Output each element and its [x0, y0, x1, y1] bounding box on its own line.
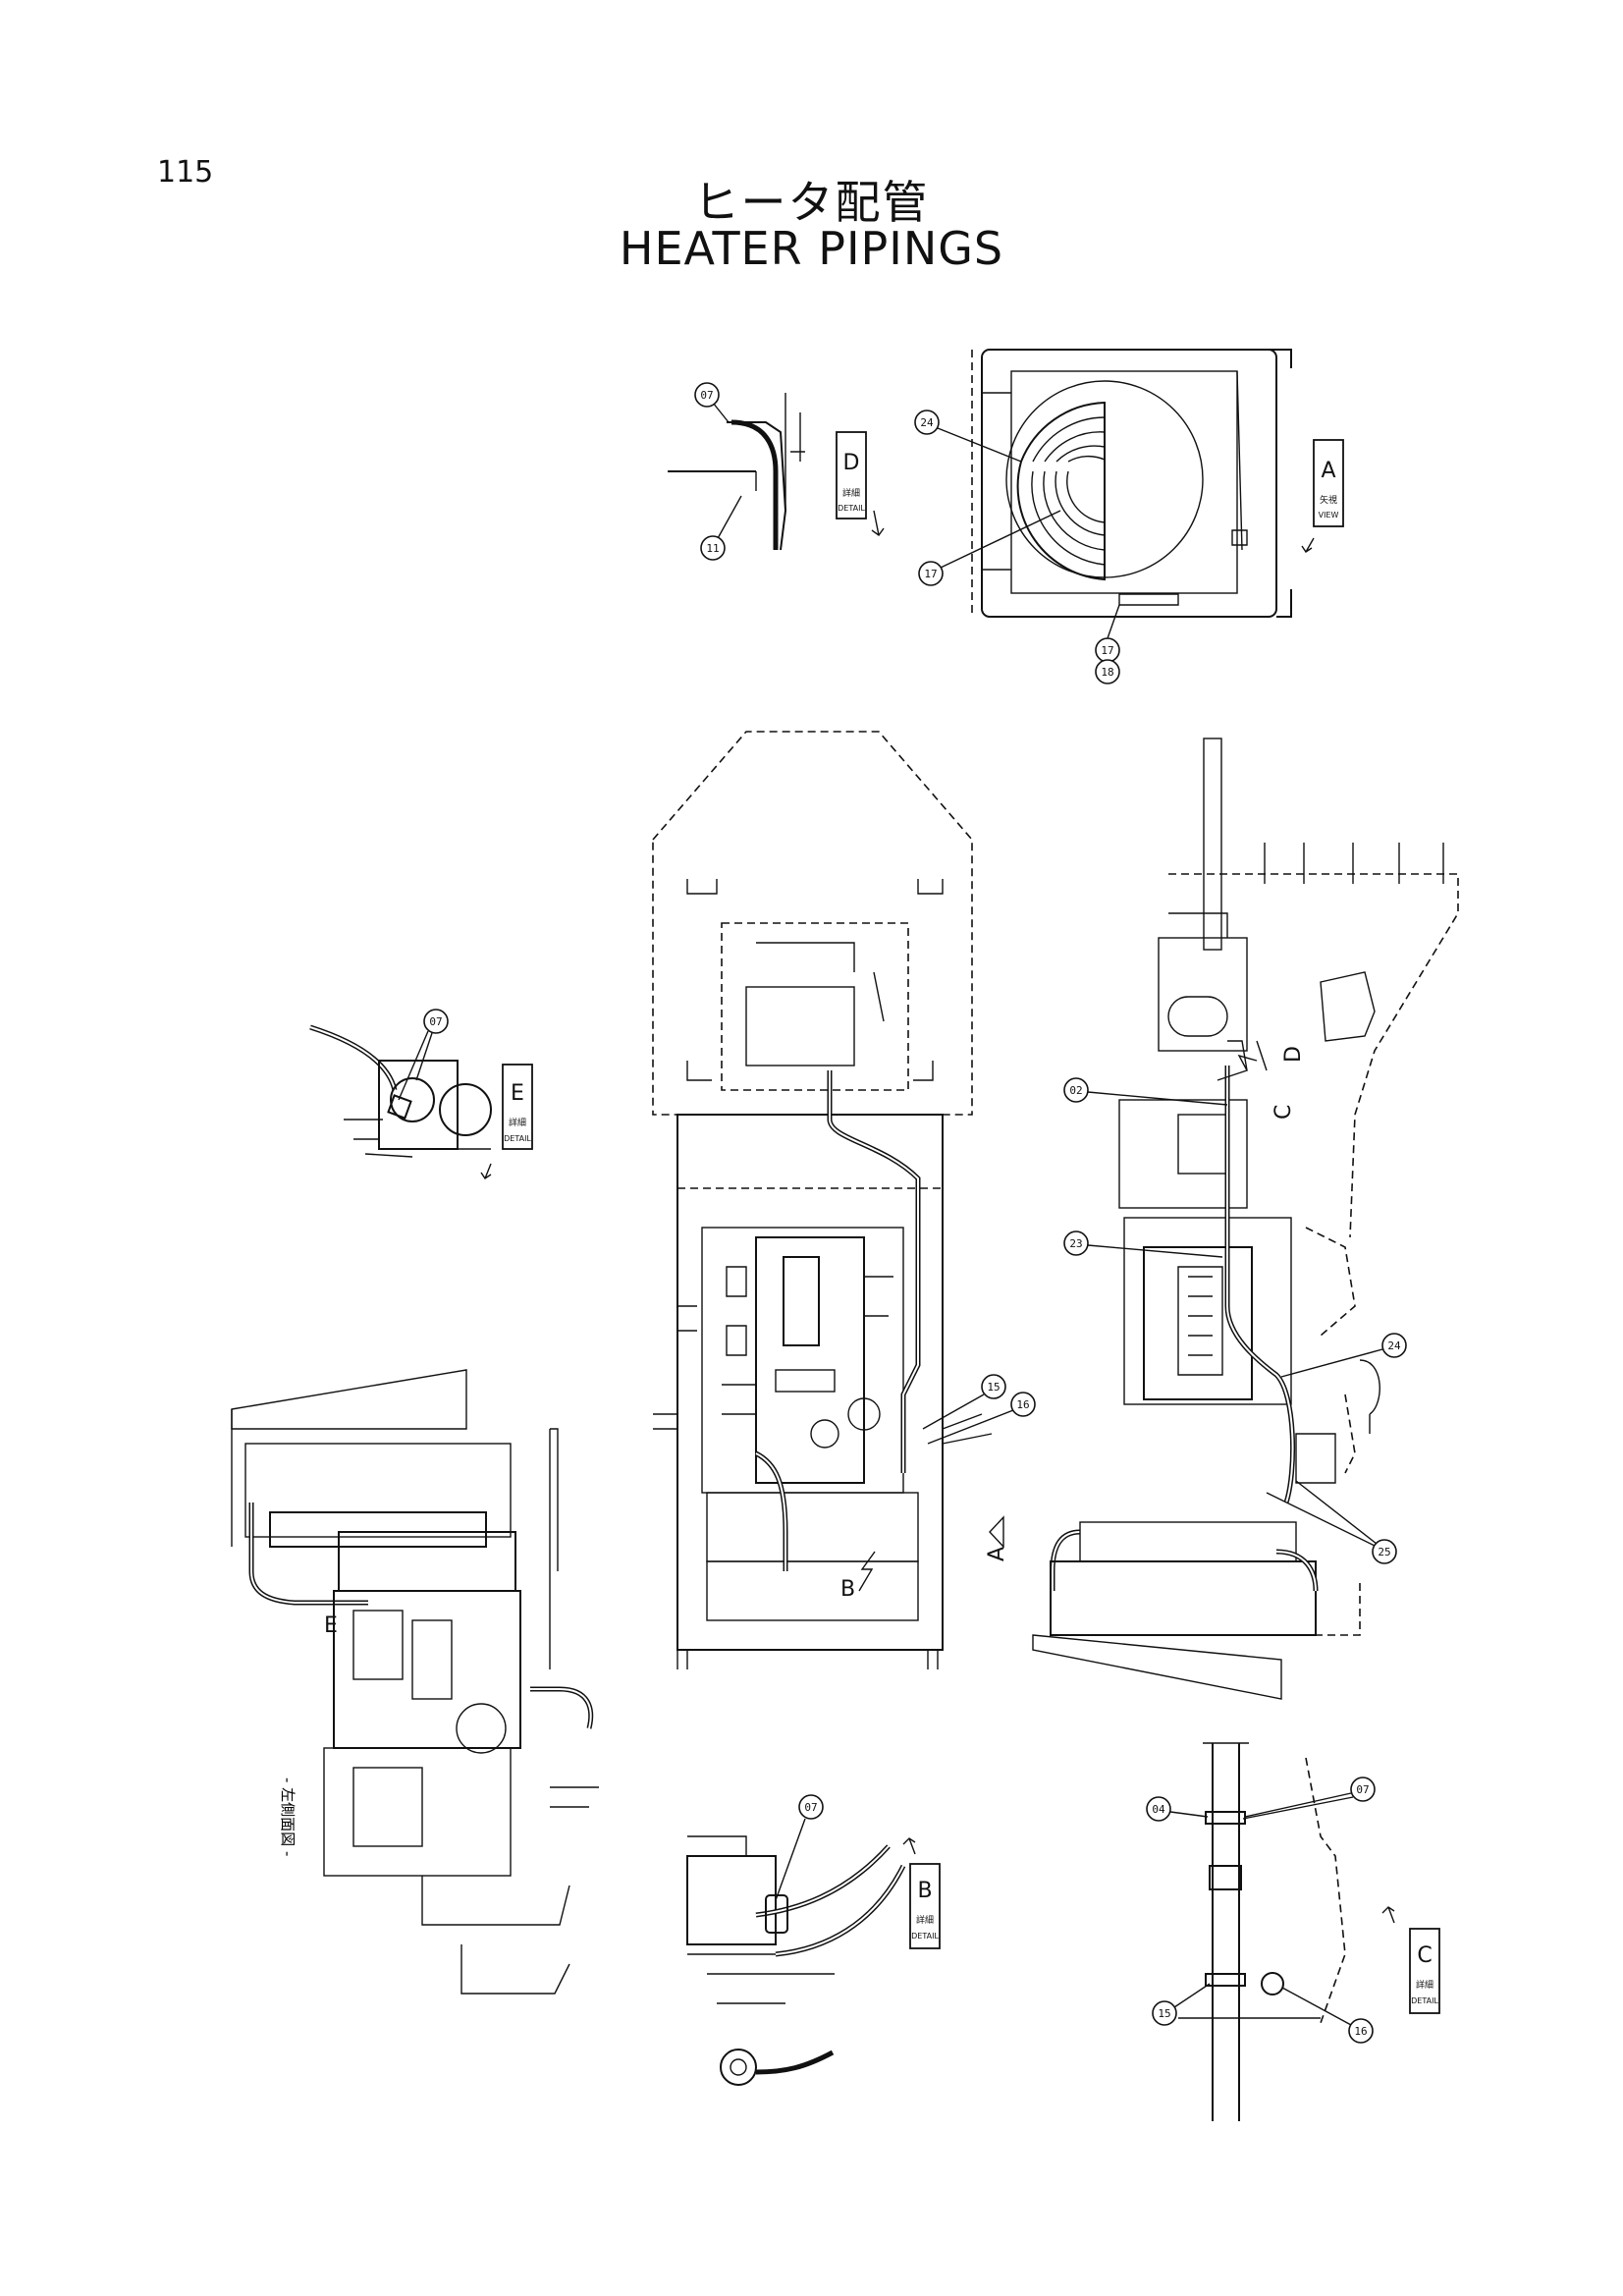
title-japanese: ヒータ配管	[693, 176, 930, 229]
svg-text:16: 16	[1016, 1398, 1029, 1411]
leader-04	[1169, 1811, 1209, 1818]
leader-25	[1266, 1480, 1378, 1547]
view-a-arrow	[1301, 537, 1315, 553]
detail-e-view	[309, 1024, 492, 1158]
callout-02-right: 02	[1063, 1077, 1089, 1103]
callout-04-detail-c: 04	[1146, 1796, 1171, 1822]
leader-02	[1087, 1091, 1228, 1106]
leader-07-c	[1242, 1792, 1354, 1820]
detail-tag-d: D 詳細 DETAIL	[836, 431, 867, 519]
view-label-b: B	[840, 1577, 855, 1602]
callout-15-main: 15	[981, 1374, 1006, 1399]
svg-text:11: 11	[706, 542, 719, 555]
detail-c-view	[1178, 1742, 1346, 2121]
detail-tag-e: E 詳細 DETAIL	[502, 1064, 533, 1150]
svg-text:DETAIL: DETAIL	[911, 1932, 939, 1941]
page-number: 115	[157, 155, 214, 190]
view-label-d: D	[1281, 1046, 1306, 1063]
leader-24-right	[1280, 1348, 1383, 1378]
detail-b-view	[686, 1835, 906, 2086]
svg-text:18: 18	[1101, 666, 1113, 679]
callout-07-detail-b: 07	[798, 1794, 824, 1820]
svg-text:DETAIL: DETAIL	[1411, 1996, 1438, 2005]
title-english: HEATER PIPINGS	[619, 222, 1004, 275]
svg-text:B: B	[917, 1879, 932, 1903]
svg-text:C: C	[1417, 1943, 1432, 1968]
view-label-a: A	[985, 1547, 1009, 1561]
svg-text:詳細: 詳細	[842, 487, 860, 499]
svg-text:24: 24	[920, 416, 934, 429]
callout-07-detail-c: 07	[1350, 1777, 1376, 1802]
leader-15-c	[1173, 1983, 1211, 2008]
svg-text:E: E	[511, 1081, 524, 1106]
svg-text:VIEW: VIEW	[1319, 511, 1339, 519]
leader-16-c	[1281, 1987, 1352, 2026]
leader-17-18	[1107, 604, 1120, 639]
side-view-caption: - 左側面図 -	[279, 1777, 297, 1856]
svg-text:07: 07	[429, 1015, 442, 1028]
svg-text:07: 07	[700, 389, 713, 402]
detail-c-arrow	[1381, 1906, 1395, 1924]
callout-07-detail-d: 07	[694, 382, 720, 408]
right-side-view	[1032, 738, 1459, 1700]
callout-25-right: 25	[1372, 1539, 1397, 1564]
svg-text:04: 04	[1152, 1803, 1165, 1816]
svg-text:A: A	[1321, 459, 1335, 483]
svg-text:DETAIL: DETAIL	[504, 1134, 531, 1143]
callout-17-view-a: 17	[918, 561, 944, 586]
svg-text:17: 17	[924, 568, 937, 580]
view-label-e: E	[324, 1613, 338, 1638]
svg-text:15: 15	[1158, 2007, 1170, 2020]
leader-15-16-main	[922, 1394, 1014, 1445]
svg-text:DETAIL: DETAIL	[838, 504, 865, 513]
svg-text:25: 25	[1378, 1546, 1390, 1558]
callout-11-detail-d: 11	[700, 535, 726, 561]
view-a-radiator	[971, 349, 1292, 618]
svg-text:詳細: 詳細	[509, 1117, 526, 1128]
callout-16-main: 16	[1010, 1392, 1036, 1417]
callout-23-right: 23	[1063, 1230, 1089, 1256]
svg-text:15: 15	[987, 1381, 1000, 1394]
detail-tag-b: B 詳細 DETAIL	[909, 1863, 941, 1949]
svg-text:24: 24	[1387, 1339, 1401, 1352]
detail-b-arrow	[902, 1837, 916, 1855]
detail-d-view	[668, 393, 885, 551]
svg-text:16: 16	[1354, 2025, 1367, 2038]
svg-text:D: D	[843, 451, 860, 475]
svg-text:23: 23	[1069, 1237, 1082, 1250]
leader-17	[940, 510, 1061, 569]
callout-17-bottom: 17	[1095, 637, 1120, 663]
callout-16-detail-c: 16	[1348, 2018, 1374, 2044]
svg-text:17: 17	[1101, 644, 1113, 657]
callout-18-bottom: 18	[1095, 659, 1120, 684]
view-tag-a: A 矢視 VIEW	[1313, 439, 1344, 527]
main-top-view	[652, 731, 993, 1669]
leader-07-e	[398, 1030, 433, 1101]
callout-15-detail-c: 15	[1152, 2000, 1177, 2026]
view-label-c: C	[1271, 1105, 1296, 1120]
detail-e-arrow	[480, 1163, 492, 1179]
svg-text:矢視: 矢視	[1320, 494, 1337, 506]
leader-24	[937, 427, 1022, 463]
callout-24-view-a: 24	[914, 410, 940, 435]
svg-text:07: 07	[1356, 1783, 1369, 1796]
svg-text:02: 02	[1069, 1084, 1082, 1097]
svg-text:詳細: 詳細	[916, 1914, 934, 1926]
callout-24-right: 24	[1381, 1333, 1407, 1358]
leader-07-b	[775, 1818, 806, 1901]
svg-text:詳細: 詳細	[1416, 1979, 1434, 1991]
left-side-view	[231, 1369, 599, 1995]
callout-07-detail-e: 07	[423, 1009, 449, 1034]
view-a-pointer	[989, 1515, 1004, 1549]
svg-text:07: 07	[804, 1801, 817, 1814]
detail-tag-c: C 詳細 DETAIL	[1409, 1928, 1440, 2014]
leader-23	[1087, 1244, 1223, 1258]
